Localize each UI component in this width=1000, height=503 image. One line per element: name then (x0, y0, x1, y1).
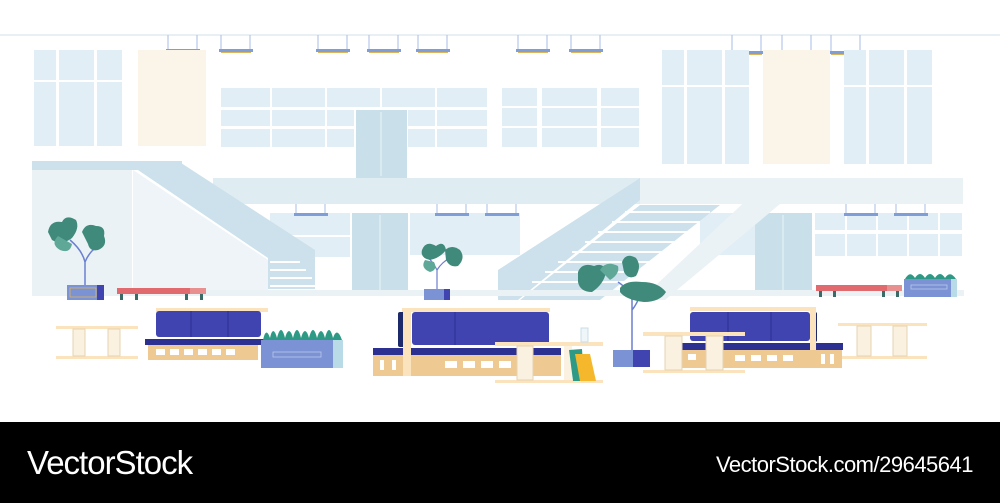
lobby-scene-svg (0, 34, 1000, 383)
right-staircase (640, 178, 963, 300)
lobby-illustration (0, 34, 1000, 383)
plant-center-back (421, 243, 463, 300)
left-staircase (135, 161, 315, 289)
upper-window-right (662, 50, 932, 164)
cream-panel-left (138, 50, 206, 146)
planter-right-back (904, 274, 957, 297)
plant-center-front (578, 255, 666, 367)
plant-left-back (48, 217, 106, 300)
coffee-table-center (495, 327, 603, 383)
left-wall (32, 161, 132, 295)
vectorstock-logo: VectorStock (27, 444, 193, 481)
sofa-right (681, 307, 843, 368)
image-reference: VectorStock.com/29645641 (715, 452, 974, 477)
watermark-bar: VectorStock VectorStock.com/29645641 (0, 422, 1000, 503)
coffee-table-right (643, 332, 745, 373)
grass-planter-left (261, 330, 343, 368)
sofa-left (145, 308, 270, 360)
upper-window-left (34, 50, 122, 146)
side-table-left (56, 326, 138, 359)
bench-left-back (117, 288, 206, 300)
cream-panel-right (763, 50, 830, 164)
center-staircase (498, 178, 640, 300)
bench-right-back (816, 285, 902, 297)
upper-window-center (221, 88, 639, 147)
side-table-right (838, 323, 927, 359)
ceiling-lamps (166, 35, 863, 55)
left-stair-side (133, 170, 268, 295)
